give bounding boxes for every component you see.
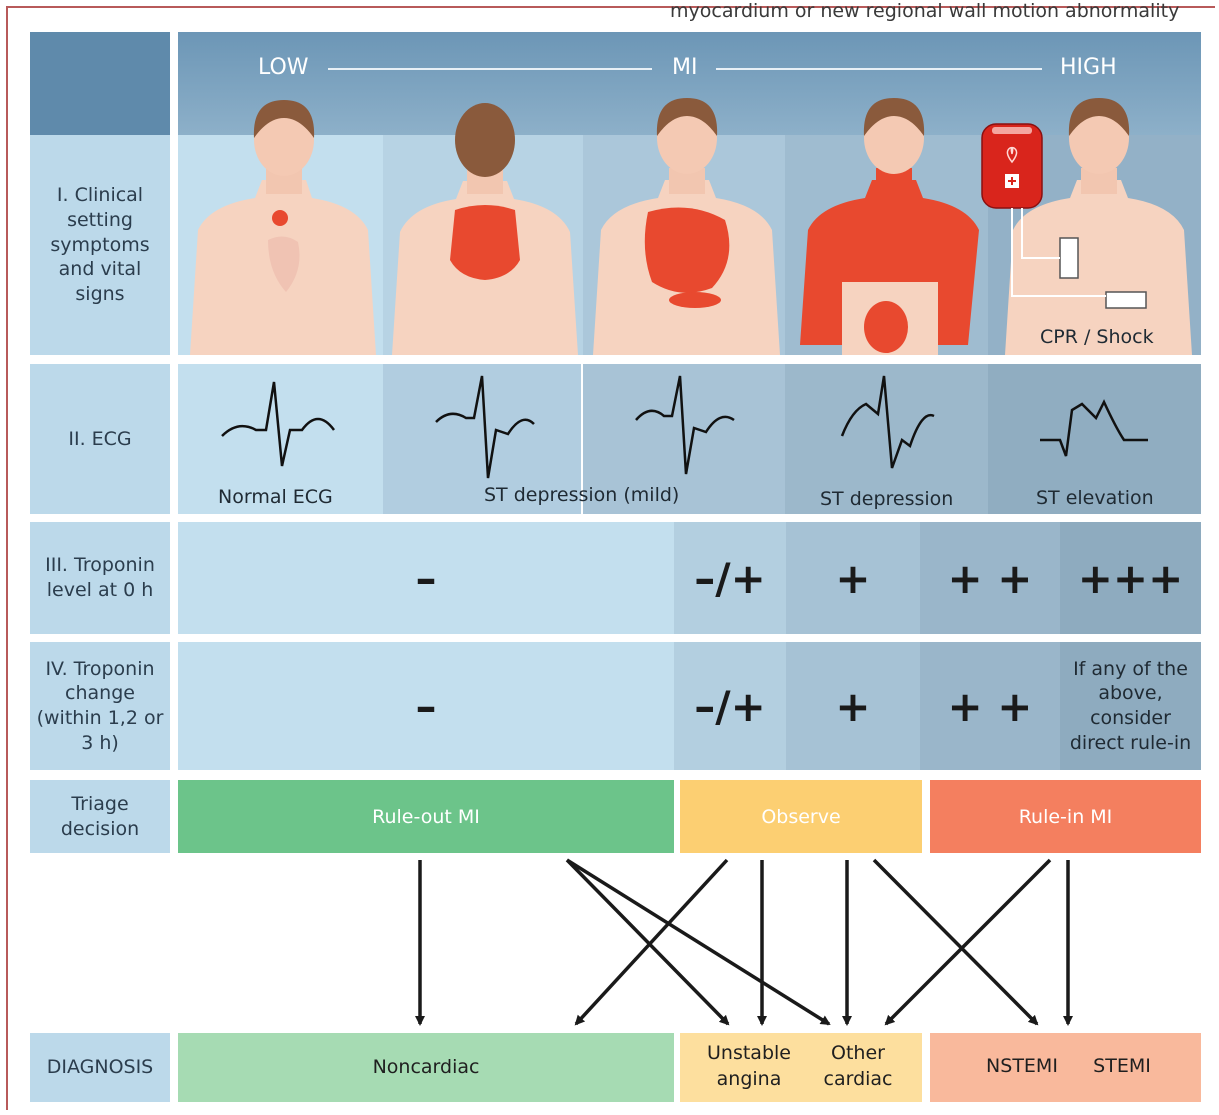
patient-figure-4 (800, 98, 979, 355)
ecg-trace-mild-2 (636, 376, 734, 474)
arrow-rulein-other (886, 860, 1050, 1024)
patient-figure-2 (392, 103, 578, 355)
arrow-observe-nstemi (874, 860, 1037, 1024)
patient-figure-3 (593, 98, 780, 355)
ecg-trace-st-elevation (1040, 402, 1148, 456)
ecg-trace-normal (222, 382, 334, 466)
arrow-ruleout-other (567, 860, 829, 1024)
cpr-shock-label: CPR / Shock (1040, 326, 1154, 348)
patient-figure-1 (190, 100, 376, 355)
ecg-trace-st-depression (842, 376, 934, 468)
ecg-trace-mild (436, 376, 534, 478)
triage-arrows (420, 860, 1068, 1024)
